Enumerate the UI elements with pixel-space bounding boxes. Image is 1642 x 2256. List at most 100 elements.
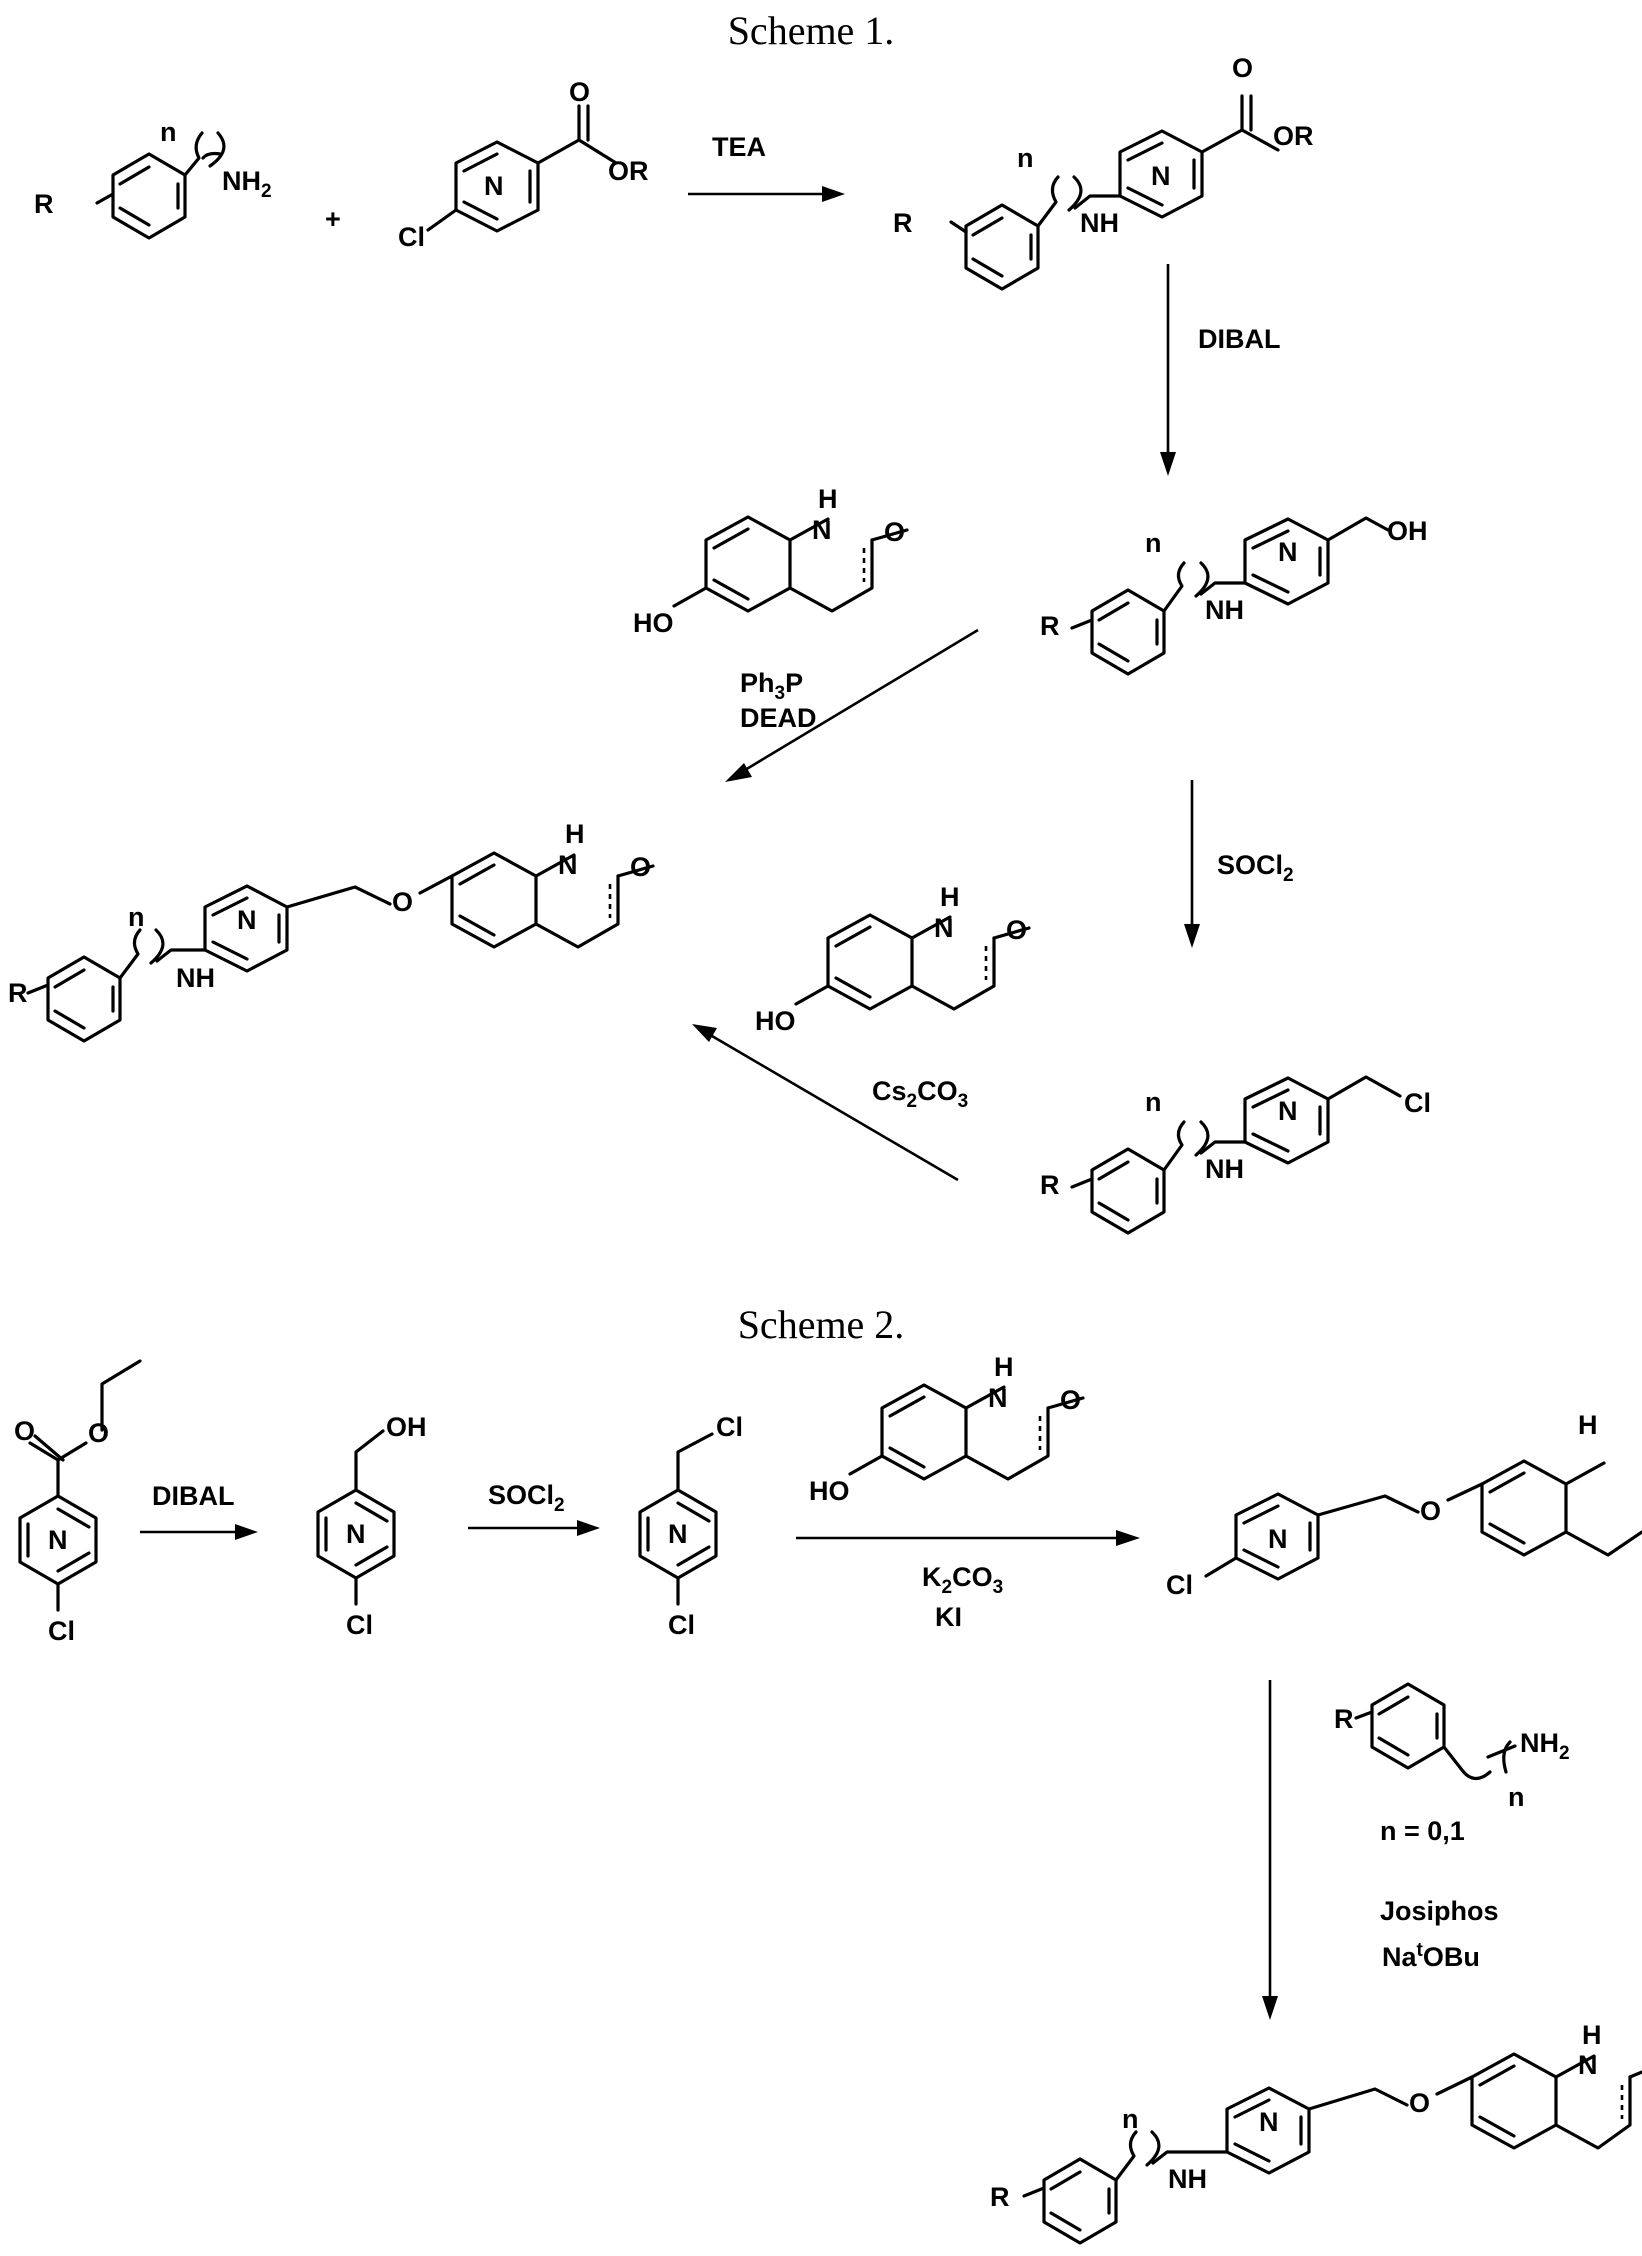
- pyridine-methanol: OH N Cl: [318, 1412, 427, 1640]
- oh-label: OH: [386, 1412, 427, 1442]
- carbonyl-o: O: [14, 1416, 35, 1446]
- n-label: n: [160, 117, 177, 147]
- reagent-k2co3: K2CO3: [922, 1562, 1003, 1598]
- pyridine-n: N: [1151, 161, 1171, 191]
- chloromethyl-pyridine: R n NH N Cl: [1040, 1077, 1431, 1233]
- ethyl-ester: O O N Cl: [14, 1361, 140, 1646]
- hn-label: N: [1578, 2050, 1598, 2080]
- nh2-label: NH2: [1520, 1728, 1570, 1764]
- oxo-o: O: [630, 852, 651, 882]
- r-label: R: [8, 978, 28, 1008]
- product-scheme1: R n NH N O H N O: [8, 819, 653, 1041]
- cl-label: Cl: [668, 1610, 695, 1640]
- reagent-cs2co3: Cs2CO3: [872, 1076, 968, 1112]
- hn-label: H: [565, 819, 585, 849]
- hn-label: H: [940, 882, 960, 912]
- carbonyl-o: O: [1232, 53, 1253, 83]
- product-scheme2: R n NH N O H N: [990, 2020, 1642, 2243]
- oxo-o: O: [1006, 915, 1027, 945]
- ether-o: O: [1420, 1496, 1441, 1526]
- reagent-ph3p: Ph3P: [740, 668, 803, 704]
- nh2-label: NH2: [222, 166, 272, 202]
- n-label: n: [1508, 1782, 1525, 1812]
- n-label: n: [1122, 2104, 1139, 2134]
- pyridine-n: N: [346, 1519, 366, 1549]
- carbonyl-o: O: [569, 77, 590, 107]
- or-label: OR: [1273, 121, 1314, 151]
- reagent-josiphos: Josiphos: [1380, 1896, 1499, 1926]
- nh-label: NH: [1080, 208, 1119, 238]
- amine-reagent: R n NH2 n = 0,1 Josiphos NatOBu: [1334, 1684, 1570, 1972]
- ether-o: O: [392, 887, 413, 917]
- nh-label: NH: [1205, 595, 1244, 625]
- ether-o: O: [1409, 2088, 1430, 2118]
- pyridine-n: N: [1278, 537, 1298, 567]
- reagent-socl2: SOCl2: [488, 1480, 565, 1516]
- hn-label: H: [818, 484, 838, 514]
- ho-label: HO: [809, 1476, 850, 1506]
- hydroxymethyl-pyridine: R n NH N OH: [1040, 516, 1428, 674]
- pyridine-n: N: [237, 905, 257, 935]
- pyridine-n: N: [668, 1519, 688, 1549]
- nh-label: NH: [1205, 1154, 1244, 1184]
- pyridine-n: N: [48, 1525, 68, 1555]
- r-label: R: [34, 189, 54, 219]
- pyridine-n: N: [1278, 1096, 1298, 1126]
- reagent-tea: TEA: [712, 132, 766, 162]
- hydroxyquinolinone-reagent: H N O HO: [633, 484, 907, 638]
- r-label: R: [1040, 611, 1060, 641]
- arrow-amination: [1262, 1680, 1278, 2020]
- scheme1-title: Scheme 1.: [728, 8, 895, 53]
- cl-label: Cl: [1166, 1570, 1193, 1600]
- hydroxyquinolinone-reagent-3: H N O HO: [809, 1352, 1083, 1506]
- hn-label: H: [994, 1352, 1014, 1382]
- arrow-socl2-2: SOCl2: [468, 1480, 600, 1536]
- hn-label: N: [558, 850, 578, 880]
- hn-label: N: [988, 1383, 1008, 1413]
- n-label: n: [1017, 143, 1034, 173]
- ho-label: HO: [633, 608, 674, 638]
- hn-label: N: [934, 913, 954, 943]
- n-label: n: [1145, 528, 1162, 558]
- reagent-dibal: DIBAL: [1198, 324, 1281, 354]
- n-label: n: [1145, 1087, 1162, 1117]
- ho-label: HO: [755, 1006, 796, 1036]
- arrow-cs2co3: Cs2CO3: [692, 1024, 968, 1180]
- chloropyridine-ester: Cl N O OR: [398, 77, 649, 252]
- ester-o: O: [88, 1418, 109, 1448]
- r-label: R: [1040, 1170, 1060, 1200]
- arrow-k2co3: K2CO3 KI: [796, 1530, 1140, 1632]
- amine-reactant: R n NH2: [34, 117, 272, 238]
- n-label: n: [128, 902, 145, 932]
- r-label: R: [1334, 1704, 1354, 1734]
- r-label: R: [990, 2182, 1010, 2212]
- chloropyridinyl-ether: Cl N O H: [1166, 1410, 1642, 1600]
- reagent-dead: DEAD: [740, 703, 817, 733]
- arrow-socl2: SOCl2: [1184, 780, 1294, 948]
- hn-label: N: [812, 515, 832, 545]
- r-label: R: [893, 208, 913, 238]
- or-label: OR: [608, 156, 649, 186]
- arrow-dibal-2: DIBAL: [140, 1481, 258, 1540]
- reagent-natobu: NatOBu: [1382, 1940, 1480, 1972]
- cl-label: Cl: [346, 1610, 373, 1640]
- cl-label: Cl: [1404, 1088, 1431, 1118]
- cl-label: Cl: [398, 222, 425, 252]
- aminopyridine-ester: R n NH N O OR: [893, 53, 1314, 289]
- oh-label: OH: [1387, 516, 1428, 546]
- pyridine-chloromethyl: Cl N Cl: [640, 1412, 743, 1640]
- pyridine-n: N: [1268, 1524, 1288, 1554]
- arrow-dibal: DIBAL: [1160, 264, 1281, 476]
- hn-label: H: [1582, 2020, 1602, 2050]
- nh-label: NH: [176, 963, 215, 993]
- oxo-o: O: [1060, 1385, 1081, 1415]
- plus-sign: +: [325, 204, 341, 234]
- arrow-mitsunobu: Ph3P DEAD: [725, 630, 978, 782]
- oxo-o: O: [884, 517, 905, 547]
- scheme2-title: Scheme 2.: [738, 1302, 905, 1347]
- arrow-tea: TEA: [688, 132, 845, 202]
- cl-label: Cl: [48, 1616, 75, 1646]
- reagent-dibal: DIBAL: [152, 1481, 235, 1511]
- nh-label: NH: [1168, 2164, 1207, 2194]
